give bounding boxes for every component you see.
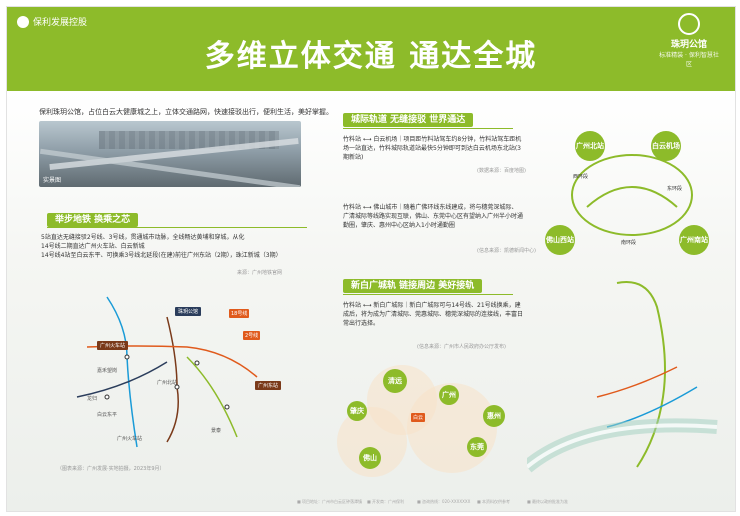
metro-section-title: 举步地铁 换乘之芯 (47, 213, 139, 227)
map-line-tag-2: 2号线 (243, 331, 261, 340)
ring-node-airport: 白云机场 (651, 131, 681, 161)
project-logo: 珠玥公馆 标准精装 · 保利智慧社区 (659, 13, 719, 68)
intercity-text-2: 竹料站 ⟷ 佛山城市｜随着广佛环线东线建成，将与穗莞深城际、广清城际等线路实现互… (343, 204, 524, 229)
map-station: 景泰 (211, 428, 222, 434)
metro-line-2: 14号线二期直达广州火车站、白云新城 (41, 243, 145, 250)
intercity-text-1: 竹料站 ⟷ 白云机场｜项目距竹料站驾车约8分钟，竹料站驾车距机场一站直达，竹料城… (343, 136, 522, 161)
guangbai-text: 竹料站 ⟷ 新白广城际｜新白广城际可与14号线、21号线换乘，建成后，将为成为广… (343, 302, 524, 327)
bubble-huizhou: 惠州 (483, 405, 505, 427)
footer-item: ■ 项目地址：广州市白云区钟落潭镇 (297, 499, 363, 504)
footer: ■ 项目地址：广州市白云区钟落潭镇 ■ 开发商：广州保利 ■ 咨询热线：020-… (7, 495, 735, 511)
footer-item: ■ 咨询热线：020-XXXXXXX (417, 499, 471, 504)
map-project-box: 珠玥公馆 (175, 307, 202, 316)
city-photo: 实景图 (39, 121, 301, 187)
bubble-foshan: 佛山 (359, 447, 381, 469)
bubble-dongguan: 东莞 (467, 437, 487, 457)
ring-node-guangzhou-north: 广州北站 (575, 131, 605, 161)
map-station: 广州北站 (157, 380, 178, 386)
project-tagline: 标准精装 · 保利智慧社区 (659, 52, 719, 68)
project-name: 珠玥公馆 (670, 40, 707, 50)
ring-label-south: 南环段 (621, 240, 637, 246)
map-station: 广州火车站 (117, 436, 143, 442)
map-station-box-1: 广州火车站 (97, 341, 129, 350)
map-station-box-2: 广州东站 (255, 381, 282, 390)
metro-text: 5站直达无缝接驳2号线、3号线，贯通城市动脉，全线畅达黄埔和穿城，从化 14号线… (41, 233, 321, 260)
ring-label-east: 东环段 (667, 186, 683, 192)
divider (343, 294, 513, 295)
intercity-source-1: (数据来源：百度地图) (477, 168, 526, 174)
page-title: 多维立体交通 通达全城 (204, 39, 538, 74)
map-note: （图表来源：广州发展·实地拍摄，2023年9月） (57, 466, 165, 472)
brand-name: 保利发展控股 (33, 18, 88, 28)
header-band: 保利发展控股 多维立体交通 通达全城 珠玥公馆 标准精装 · 保利智慧社区 (7, 7, 735, 91)
map-line-tag-1: 18号线 (229, 309, 250, 318)
poly-logo-icon (17, 15, 29, 28)
footer-item: ■ 最终以政府批准为准 (527, 499, 569, 504)
bubble-qingyuan: 清远 (383, 369, 407, 393)
center-tag: 白云 (411, 413, 426, 422)
ring-node-foshan-west: 佛山西站 (545, 225, 575, 255)
ring-node-guangzhou-south: 广州南站 (679, 225, 709, 255)
intro-text: 保利珠玥公馆，占位白云大健康城之上，立体交通路网，快速接驳出行，便利生活，美好掌… (39, 108, 333, 116)
divider (47, 227, 307, 228)
metro-line-1: 5站直达无缝接驳2号线、3号线，贯通城市动脉，全线畅达黄埔和穿城，从化 (41, 234, 245, 241)
guangbai-source: (信息来源：广州市人民政府办公厅发布) (417, 344, 506, 350)
guangbai-section-title: 新白广城轨 链接周边 美好接轨 (343, 279, 483, 293)
metro-line-3: 14号线4站至白云东平、可换乘3号线北延段(在建)前往广州东站（2期），珠江新城… (41, 252, 282, 259)
divider (343, 128, 513, 129)
ring-label-west: 西环段 (573, 174, 589, 180)
metro-source: 来源：广州地铁官网 (237, 270, 283, 276)
brand-logo: 保利发展控股 (17, 15, 87, 28)
train-graphic (527, 418, 718, 473)
poster: 保利发展控股 多维立体交通 通达全城 珠玥公馆 标准精装 · 保利智慧社区 保利… (6, 6, 736, 512)
intercity-ring (571, 154, 693, 236)
map-station: 龙归 (87, 396, 98, 402)
bubble-guangzhou: 广州 (439, 385, 459, 405)
project-emblem-icon (678, 13, 700, 35)
photo-caption: 实景图 (43, 177, 62, 184)
map-station: 白云东平 (97, 412, 118, 418)
intercity-source-2: (信息来源：凯德新闻中心) (477, 248, 536, 254)
footer-item: ■ 本资料仅供参考 (477, 499, 511, 504)
intercity-section-title: 城际轨道 无缝接驳 世界通达 (343, 113, 474, 127)
footer-item: ■ 开发商：广州保利 (367, 499, 405, 504)
bubble-zhaoqing: 肇庆 (347, 401, 367, 421)
map-station: 嘉禾望岗 (97, 368, 118, 374)
